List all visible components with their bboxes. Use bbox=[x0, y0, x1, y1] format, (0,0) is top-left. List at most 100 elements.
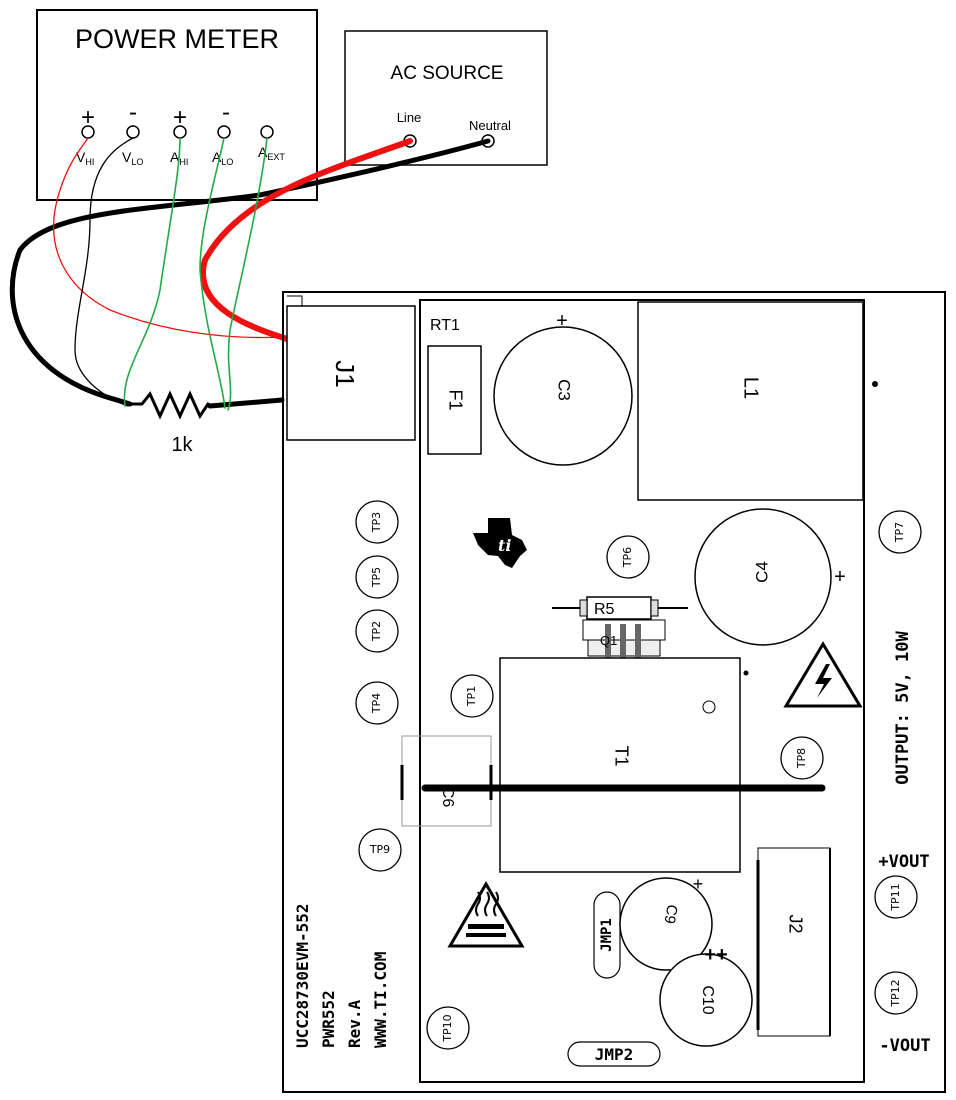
alo-wire bbox=[199, 137, 226, 409]
board-inner-outline bbox=[419, 299, 865, 1083]
test-point-tp2: TP2 bbox=[355, 609, 399, 653]
vhi-wire bbox=[53, 137, 286, 339]
power-meter-box bbox=[36, 9, 318, 201]
r5-resistor bbox=[552, 596, 688, 620]
ti-logo-icon: ti bbox=[473, 518, 527, 568]
c10-capacitor bbox=[659, 953, 753, 1047]
c3-label: C3 bbox=[555, 379, 574, 401]
terminal-aext-label: AEXT bbox=[258, 144, 285, 162]
q1-transistor bbox=[582, 619, 666, 664]
l1-dot bbox=[872, 381, 878, 387]
test-point-label: TP7 bbox=[893, 522, 906, 543]
test-point-circle bbox=[450, 674, 494, 718]
power-meter: POWER METER + - + - VHI VLO AHI ALO AEXT bbox=[36, 9, 318, 201]
high-voltage-warning-icon bbox=[783, 641, 863, 708]
test-point-tp3: TP3 bbox=[355, 500, 399, 544]
test-point-label: TP10 bbox=[441, 1014, 454, 1042]
aext-wire bbox=[227, 137, 268, 411]
wiring bbox=[9, 137, 491, 420]
test-point-tp11: TP11 bbox=[874, 875, 918, 919]
board-outline bbox=[282, 291, 946, 1093]
t1-label: T1 bbox=[611, 745, 631, 766]
terminal-ahi-label: AHI bbox=[170, 149, 188, 167]
test-point-tp1: TP1 bbox=[450, 674, 494, 718]
c4-label: C4 bbox=[752, 561, 771, 583]
evm-board: J1 RT1 F1 C3 + L1 ti C4 + R5 bbox=[282, 291, 946, 1093]
c4-capacitor bbox=[694, 508, 832, 646]
c9-label: C9 bbox=[660, 903, 680, 925]
c10-label: C10 bbox=[699, 985, 716, 1014]
c10-plus: ++ bbox=[704, 944, 727, 966]
c6-footprint bbox=[401, 735, 492, 827]
vout-negative-label: -VOUT bbox=[879, 1036, 930, 1056]
line-label: Line bbox=[397, 110, 422, 125]
terminal-vlo-sign: - bbox=[129, 99, 137, 126]
power-meter-title: POWER METER bbox=[75, 24, 279, 54]
test-point-circle bbox=[355, 555, 399, 599]
l1-inductor bbox=[637, 301, 864, 501]
test-point-circle bbox=[874, 971, 918, 1015]
board-pwr-text: PWR552 bbox=[319, 990, 338, 1048]
terminal-aext bbox=[260, 125, 274, 139]
test-point-label: TP5 bbox=[370, 567, 383, 588]
c3-capacitor bbox=[493, 326, 633, 466]
vlo-wire bbox=[74, 137, 134, 407]
terminal-alo bbox=[217, 125, 231, 139]
terminal-ahi-sign: + bbox=[173, 104, 187, 131]
test-point-circle bbox=[358, 828, 402, 872]
test-point-label: TP9 bbox=[369, 843, 390, 856]
neutral-wire bbox=[9, 138, 491, 409]
hot-surface-warning-icon bbox=[447, 881, 525, 948]
ac-source-title: AC SOURCE bbox=[391, 63, 504, 84]
test-point-tp10: TP10 bbox=[426, 1006, 470, 1050]
terminal-alo-sign: - bbox=[222, 99, 230, 126]
test-point-circle bbox=[606, 535, 650, 579]
test-point-label: TP6 bbox=[621, 547, 634, 568]
terminal-vlo bbox=[126, 125, 140, 139]
j1-connector bbox=[286, 305, 416, 441]
test-point-circle bbox=[355, 681, 399, 725]
test-point-label: TP12 bbox=[889, 979, 902, 1007]
jmp1-jumper bbox=[593, 891, 621, 979]
test-point-tp8: TP8 bbox=[780, 736, 824, 780]
jmp1-label: JMP1 bbox=[599, 918, 615, 952]
f1-fuse bbox=[427, 345, 482, 455]
terminal-vhi-sign: + bbox=[81, 104, 95, 131]
output-rating-label: OUTPUT: 5V, 10W bbox=[893, 630, 913, 784]
f1-label: F1 bbox=[445, 389, 465, 410]
c4-plus: + bbox=[834, 566, 846, 588]
terminal-ahi bbox=[173, 125, 187, 139]
ac-source-box bbox=[344, 30, 548, 166]
board-corner-mark bbox=[287, 295, 314, 307]
board-model-text: UCC28730EVM-552 bbox=[293, 904, 312, 1049]
test-point-circle bbox=[780, 736, 824, 780]
c9-capacitor bbox=[619, 877, 713, 971]
resistor-1k bbox=[128, 390, 214, 420]
test-point-circle bbox=[874, 875, 918, 919]
board-rev-text: Rev.A bbox=[345, 999, 364, 1048]
t1-pin1-marker bbox=[702, 700, 716, 714]
test-point-label: TP4 bbox=[370, 693, 383, 714]
jmp2-label: JMP2 bbox=[595, 1045, 634, 1064]
board-url-text: WWW.TI.COM bbox=[371, 952, 390, 1048]
test-point-tp9: TP9 bbox=[358, 828, 402, 872]
terminal-vlo-label: VLO bbox=[122, 149, 143, 167]
test-point-tp6: TP6 bbox=[606, 535, 650, 579]
terminal-alo-label: ALO bbox=[212, 149, 233, 167]
q1-label: Q1 bbox=[600, 633, 617, 648]
terminal-vhi bbox=[81, 125, 95, 139]
line-wire bbox=[199, 138, 413, 343]
neutral-label: Neutral bbox=[469, 118, 511, 133]
test-point-label: TP2 bbox=[370, 621, 383, 642]
svg-text:ti: ti bbox=[498, 536, 511, 555]
test-point-label: TP1 bbox=[465, 686, 478, 707]
c9-plus: + bbox=[693, 874, 704, 894]
j2-label: J2 bbox=[785, 914, 805, 933]
r5-label: R5 bbox=[594, 601, 615, 618]
test-point-tp5: TP5 bbox=[355, 555, 399, 599]
test-point-circle bbox=[355, 609, 399, 653]
t1-dot bbox=[743, 670, 749, 676]
rt1-label: RT1 bbox=[430, 317, 460, 334]
